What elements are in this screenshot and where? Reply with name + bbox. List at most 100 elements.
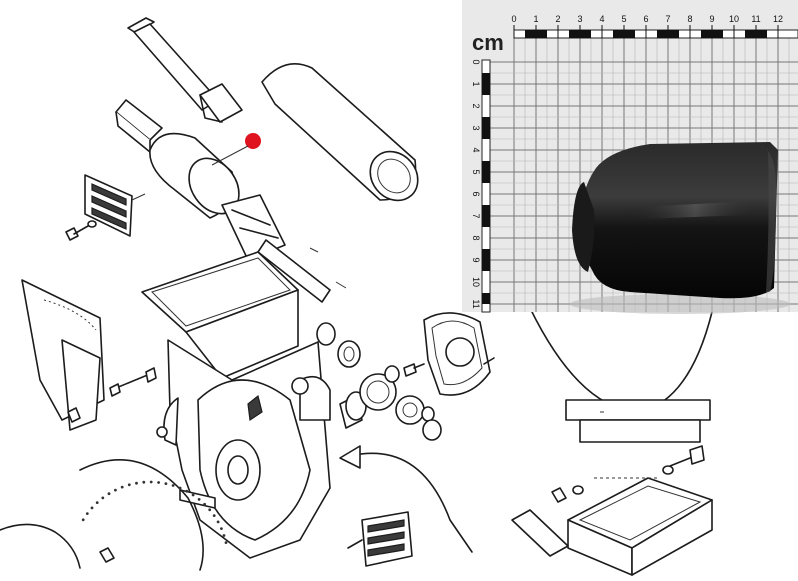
left-ruler-segment bbox=[482, 84, 490, 95]
top-ruler-tick-label: 2 bbox=[555, 14, 560, 24]
assembly-arrow bbox=[339, 445, 473, 553]
left-ruler-segment bbox=[482, 161, 490, 172]
disc-hole bbox=[120, 485, 124, 489]
disc-hole bbox=[114, 488, 117, 492]
cap-collar bbox=[572, 182, 595, 272]
disc-hole bbox=[164, 482, 168, 485]
seed-disc-part bbox=[0, 458, 228, 571]
top-ruler-segment bbox=[668, 30, 679, 38]
left-ruler-segment bbox=[482, 73, 490, 84]
disc-hole bbox=[222, 534, 226, 537]
top-ruler-segment bbox=[613, 30, 624, 38]
disc-hole bbox=[178, 486, 182, 490]
exploded-view bbox=[0, 17, 495, 571]
top-ruler-segment bbox=[657, 30, 668, 38]
cap-body bbox=[580, 142, 778, 299]
top-ruler-segment bbox=[756, 30, 767, 38]
top-ruler-tick-label: 1 bbox=[533, 14, 538, 24]
rubber-sleeve-drawing bbox=[261, 63, 419, 202]
left-ruler-tick-label: 5 bbox=[471, 169, 481, 174]
left-ruler-segment bbox=[482, 293, 490, 304]
disc-hole bbox=[149, 480, 153, 484]
louvre-grille-part bbox=[65, 174, 146, 241]
left-ruler-tick-label: 0 bbox=[471, 59, 481, 64]
disc-hole bbox=[185, 489, 189, 493]
left-ruler-tick-label: 11 bbox=[471, 299, 481, 308]
disc-hole bbox=[208, 508, 212, 512]
cone-coupling-part bbox=[115, 99, 347, 303]
gasket-cover-part bbox=[423, 312, 495, 396]
top-ruler-tick-label: 11 bbox=[751, 14, 760, 24]
bottom-right-hopper-view bbox=[511, 307, 713, 576]
gear-and-bearing-set bbox=[316, 322, 442, 441]
left-ruler-tick-label: 10 bbox=[471, 277, 481, 287]
top-ruler-segment bbox=[745, 30, 756, 38]
disc-hole bbox=[224, 541, 228, 544]
marker-leader-line bbox=[211, 145, 249, 166]
left-ruler-segment bbox=[482, 128, 490, 139]
rubber-cap-photo bbox=[570, 142, 790, 314]
left-ruler-segment bbox=[482, 172, 490, 183]
left-ruler-band bbox=[481, 59, 491, 313]
top-ruler-segment bbox=[525, 30, 536, 38]
left-ruler-segment bbox=[482, 260, 490, 271]
left-ruler-segment bbox=[482, 249, 490, 260]
disc-hole bbox=[157, 481, 161, 484]
left-ruler-tick-label: 7 bbox=[471, 213, 481, 218]
top-ruler-tick-label: 7 bbox=[665, 14, 670, 24]
top-ruler-segment bbox=[569, 30, 580, 38]
left-ruler-tick-label: 2 bbox=[471, 103, 481, 108]
disc-hole bbox=[142, 480, 146, 484]
left-ruler-tick-label: 6 bbox=[471, 191, 481, 196]
disc-hole bbox=[107, 492, 111, 496]
red-marker-dot bbox=[245, 133, 261, 149]
top-ruler-tick-label: 3 bbox=[577, 14, 582, 24]
top-ruler-segment bbox=[624, 30, 635, 38]
top-ruler-tick-label: 5 bbox=[621, 14, 626, 24]
disc-hole bbox=[95, 501, 99, 504]
top-ruler-segment bbox=[712, 30, 723, 38]
unit-label: cm bbox=[472, 30, 504, 55]
drive-shaft-part bbox=[127, 17, 243, 123]
disc-hole bbox=[101, 496, 105, 500]
top-ruler-segment bbox=[580, 30, 591, 38]
top-ruler-tick-label: 0 bbox=[511, 14, 516, 24]
disc-hole bbox=[81, 518, 85, 522]
outlet-grille-part bbox=[347, 511, 413, 567]
left-ruler-segment bbox=[482, 216, 490, 227]
disc-hole bbox=[127, 483, 131, 487]
top-ruler-tick-label: 12 bbox=[773, 14, 783, 24]
left-ruler: 0 1 2 3 4 5 6 7 8 9 10 11 bbox=[471, 59, 491, 313]
left-ruler-tick-label: 3 bbox=[471, 125, 481, 130]
top-ruler-segment bbox=[701, 30, 712, 38]
bolt-and-nut bbox=[551, 445, 705, 503]
left-ruler-segment bbox=[482, 117, 490, 128]
disc-hole-pattern bbox=[81, 480, 228, 544]
left-ruler-tick-label: 9 bbox=[471, 257, 481, 262]
hopper-housing bbox=[141, 251, 331, 559]
top-ruler-tick-label: 6 bbox=[643, 14, 648, 24]
disc-hole bbox=[85, 512, 89, 515]
left-ruler-tick-label: 8 bbox=[471, 235, 481, 240]
top-ruler-tick-label: 10 bbox=[729, 14, 739, 24]
disc-hole bbox=[171, 484, 175, 487]
side-plate-part bbox=[21, 279, 157, 431]
disc-hole bbox=[197, 498, 201, 501]
disc-hole bbox=[191, 493, 195, 497]
left-ruler-tick-label: 4 bbox=[471, 147, 481, 152]
disc-hole bbox=[212, 514, 216, 517]
left-ruler-tick-label: 1 bbox=[471, 81, 481, 86]
top-ruler-segment bbox=[536, 30, 547, 38]
top-ruler-tick-label: 9 bbox=[709, 14, 714, 24]
left-ruler-segment bbox=[482, 205, 490, 216]
disc-hole bbox=[135, 481, 138, 485]
disc-hole bbox=[203, 502, 207, 506]
disc-hole bbox=[220, 527, 223, 530]
disc-hole bbox=[90, 506, 94, 510]
top-ruler-tick-label: 8 bbox=[687, 14, 692, 24]
top-ruler-tick-label: 4 bbox=[599, 14, 604, 24]
